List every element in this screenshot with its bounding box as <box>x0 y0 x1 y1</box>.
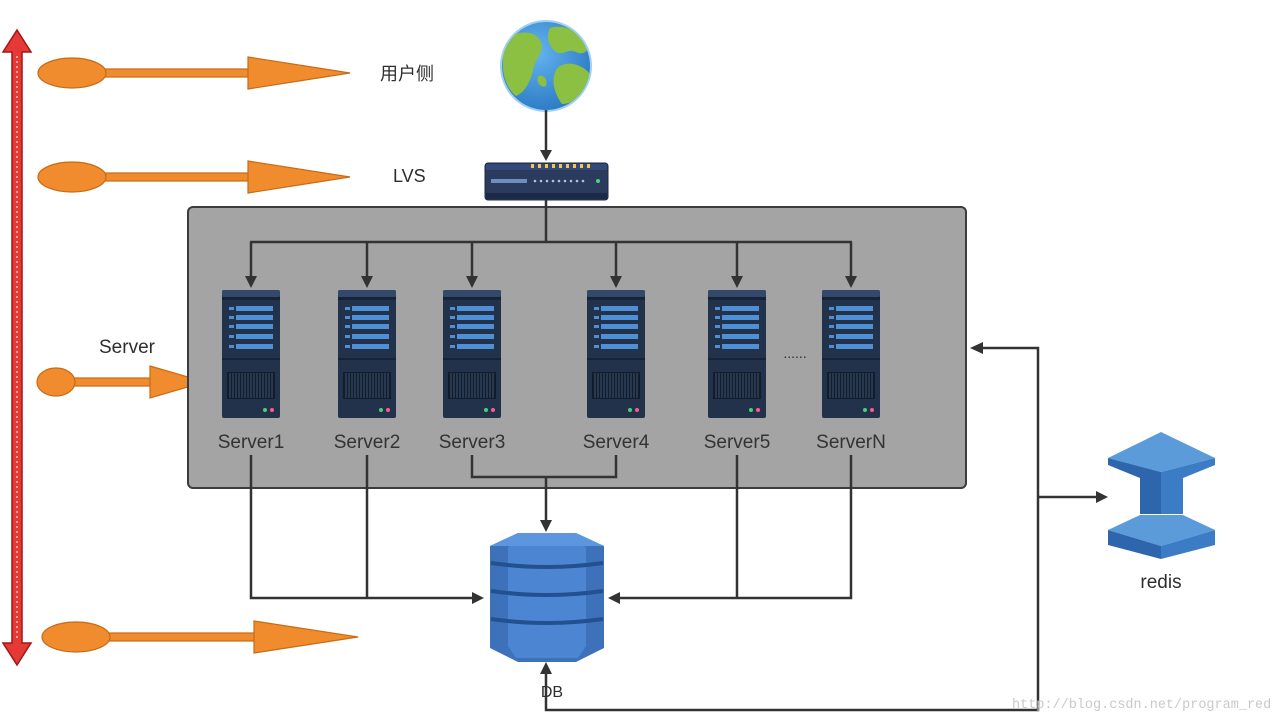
layer-arrow-user-side <box>37 56 351 90</box>
load-balancer-icon <box>484 162 609 201</box>
server-label: Server1 <box>218 432 285 453</box>
server-label: Server5 <box>704 432 771 453</box>
user-side-label: 用户侧 <box>380 64 434 85</box>
server-rack-icon <box>822 290 880 418</box>
server-rack-icon <box>587 290 645 418</box>
server-rack-icon <box>708 290 766 418</box>
connector-user-to-lvs <box>540 110 552 161</box>
server-rack-icon <box>443 290 501 418</box>
connector-db-redis-cluster <box>540 342 1108 712</box>
connector-servers-to-db <box>249 455 853 604</box>
layer-arrow-storage <box>41 620 359 654</box>
server-label: Server2 <box>334 432 401 453</box>
lvs-label: LVS <box>393 166 426 186</box>
server-label: ServerN <box>816 432 886 453</box>
layer-arrow-server <box>36 365 208 399</box>
server-rack-icon <box>338 290 396 418</box>
server-ellipsis: ...... <box>783 345 806 361</box>
redis-cache-icon <box>1108 432 1215 559</box>
server-layer-label: Server <box>99 337 156 358</box>
server-rack-icon <box>222 290 280 418</box>
server-label: Server3 <box>439 432 506 453</box>
database-icon <box>490 533 604 662</box>
connector-lvs-to-servers <box>245 200 857 288</box>
globe-icon <box>500 20 592 112</box>
range-double-arrow <box>1 28 33 667</box>
db-label: DB <box>541 684 563 701</box>
server-label: Server4 <box>583 432 650 453</box>
watermark: http://blog.csdn.net/program_red <box>1012 698 1271 713</box>
layer-arrow-lvs <box>37 160 351 194</box>
redis-label: redis <box>1140 572 1181 593</box>
